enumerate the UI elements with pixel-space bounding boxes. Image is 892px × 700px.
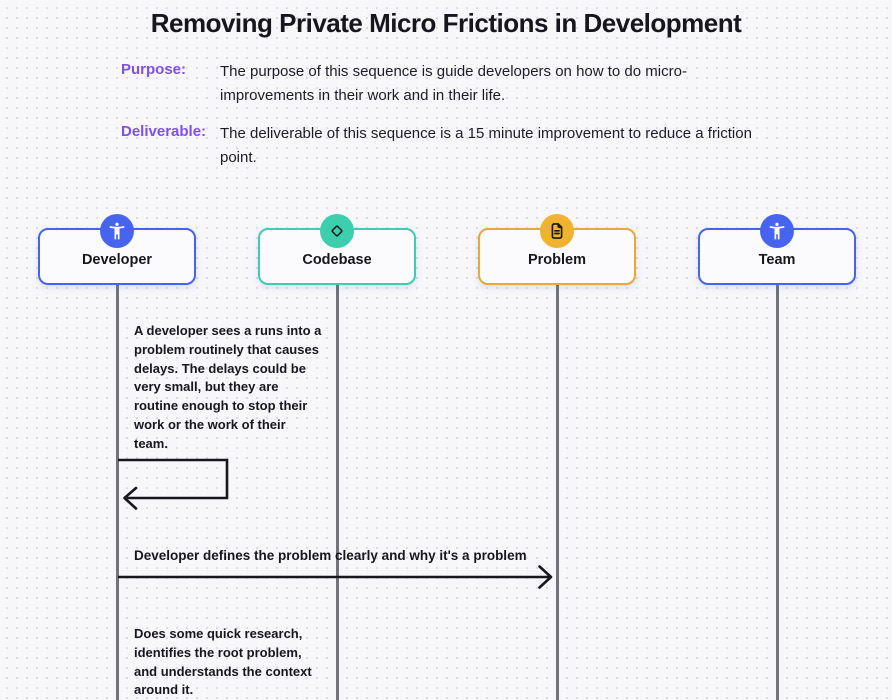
accessibility-person-icon [760,214,794,248]
deliverable-text[interactable]: The deliverable of this sequence is a 15… [220,125,752,166]
actor-developer[interactable]: Developer [38,214,196,285]
message-label[interactable]: Developer defines the problem clearly an… [134,548,527,563]
note-developer-problem[interactable]: A developer sees a runs into a problem r… [134,323,322,451]
document-icon [540,214,574,248]
note-quick-research[interactable]: Does some quick research, identifies the… [134,626,312,698]
lifeline-codebase [335,284,339,700]
purpose-label[interactable]: Purpose: [121,61,187,78]
actor-label: Developer [81,251,153,268]
lifeline-developer [115,284,119,700]
actor-label: Codebase [302,251,372,268]
actor-label: Problem [527,251,586,268]
actor-problem[interactable]: Problem [478,214,636,285]
purpose-text[interactable]: The purpose of this sequence is guide de… [220,63,687,104]
accessibility-person-icon [100,214,134,248]
actor-codebase[interactable]: Codebase [258,214,416,285]
actor-label: Team [758,251,796,268]
deliverable-label[interactable]: Deliverable: [121,123,207,140]
page-title[interactable]: Removing Private Micro Frictions in Deve… [150,8,742,38]
lifeline-problem [555,284,559,700]
actor-team[interactable]: Team [698,214,856,285]
message-arrow-developer-to-problem[interactable] [118,565,553,589]
diamond-icon [320,214,354,248]
lifeline-team [775,284,779,700]
self-message-arrow[interactable] [118,458,229,510]
